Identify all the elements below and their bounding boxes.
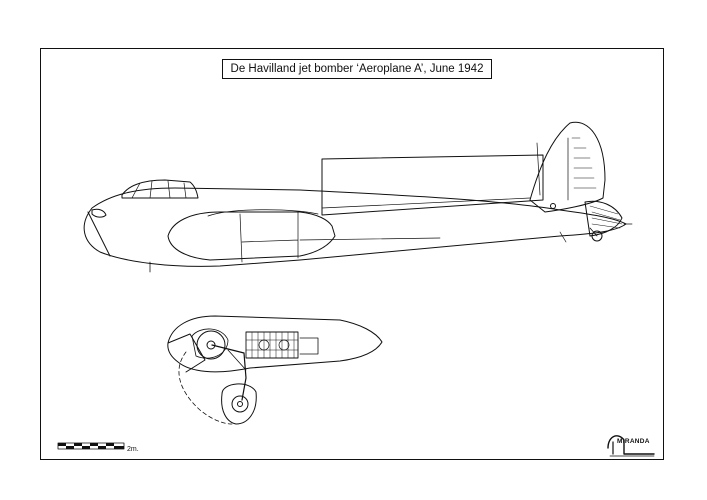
tail-hinge-point <box>550 203 556 209</box>
gear-brace <box>227 349 247 371</box>
cockpit-canopy <box>121 179 199 199</box>
tailplane-line <box>321 197 531 209</box>
drawing-title: De Havilland jet bomber ‘Aeroplane A’, J… <box>222 59 492 79</box>
rudder-ribs <box>571 137 597 189</box>
tail-cone-lines <box>589 205 623 229</box>
main-wheel-extended <box>231 395 249 413</box>
scale-label: 2m. <box>127 446 139 453</box>
miranda-logo <box>607 435 655 457</box>
undercarriage-detail <box>167 315 383 425</box>
engine-block <box>245 331 319 359</box>
ventral-fin <box>559 231 567 243</box>
tail-cone <box>584 200 623 237</box>
drawing-frame <box>40 48 664 460</box>
nose-window <box>91 208 107 218</box>
main-wheel-hub-retracted <box>206 340 216 350</box>
main-wheel-extended-tyre <box>221 383 257 425</box>
nacelle-air-intake <box>207 209 319 217</box>
scale-bar <box>57 442 125 450</box>
tailplane <box>321 154 544 216</box>
fuselage <box>83 187 627 267</box>
tail-wheel <box>591 230 603 242</box>
engine-nacelle <box>167 211 336 261</box>
gear-strut <box>211 344 247 401</box>
retraction-arc <box>178 351 233 425</box>
side-view <box>83 121 633 273</box>
nacelle-panel-lines <box>239 211 299 263</box>
main-wheel-retracted <box>196 330 226 360</box>
tail-wheel-strut <box>589 223 633 237</box>
wing-root <box>299 237 441 241</box>
logo-text: MIRANDA <box>617 438 650 445</box>
nacelle-section <box>167 315 383 373</box>
fin <box>529 121 606 213</box>
nose-cone <box>87 211 111 257</box>
canopy-frame <box>131 180 187 199</box>
fin-mast <box>536 142 541 196</box>
main-wheel-hub-extended <box>237 401 243 407</box>
retracted-wheel-bay <box>191 328 229 359</box>
